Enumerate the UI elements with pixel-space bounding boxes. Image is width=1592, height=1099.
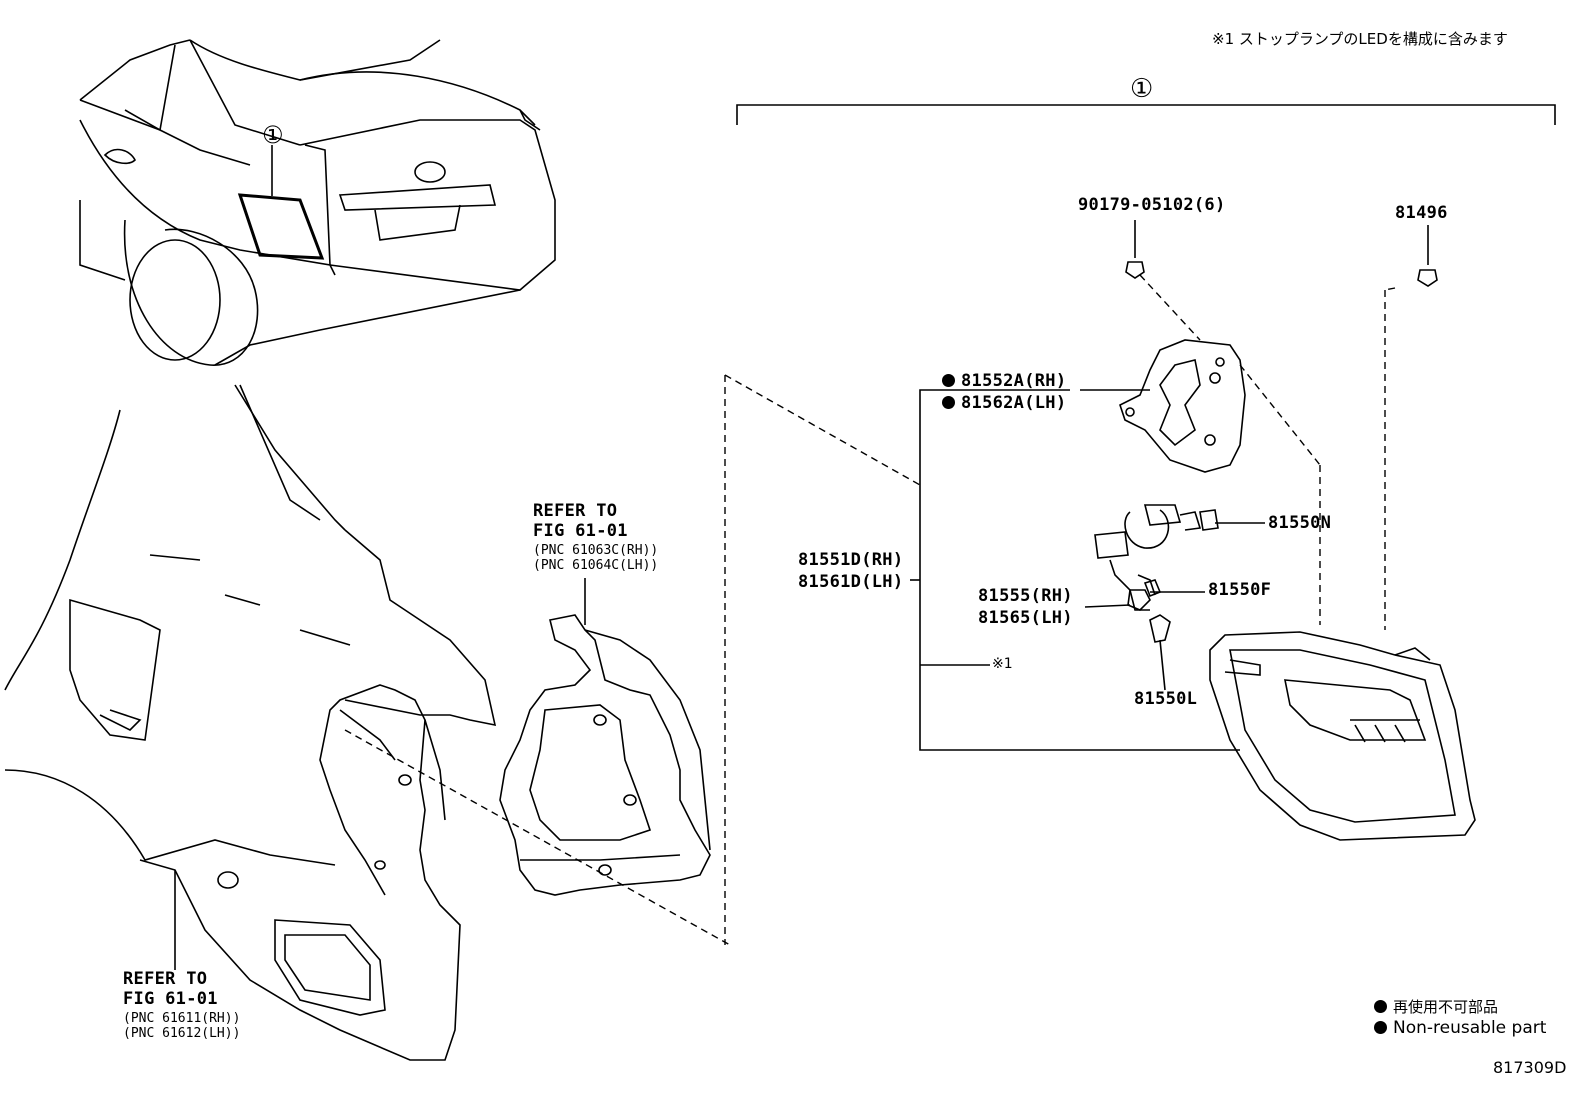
part-label-81551d[interactable]: 81551D(RH)	[798, 550, 904, 570]
refer-bottom-line1: REFER TO	[123, 969, 208, 989]
part-label-81555[interactable]: 81555(RH)	[978, 586, 1073, 606]
legend-dot-icon	[1374, 1021, 1387, 1034]
figure-id: 817309D	[1493, 1058, 1567, 1077]
part-label-81561d[interactable]: 81561D(LH)	[798, 572, 904, 592]
part-label-90179-05102[interactable]: 90179-05102(6)	[1078, 195, 1226, 215]
refer-bottom-line3: (PNC 61611(RH))	[123, 1011, 241, 1026]
part-label-81552a[interactable]: 81552A(RH)	[942, 372, 1066, 391]
legend-jp: 再使用不可部品	[1374, 996, 1498, 1017]
refer-top-line2: FIG 61-01	[533, 521, 628, 541]
non-reusable-dot-icon	[942, 396, 955, 409]
wheelhouse-bracket-illustration	[499, 614, 711, 896]
part-label-81562a[interactable]: 81562A(LH)	[942, 394, 1066, 413]
refer-bottom-line4: (PNC 61612(LH))	[123, 1026, 241, 1041]
part-label-81565[interactable]: 81565(LH)	[978, 608, 1073, 628]
part-label-81550f[interactable]: 81550F	[1208, 580, 1272, 600]
part-label-81550n[interactable]: 81550N	[1268, 513, 1332, 533]
gasket-illustration	[1119, 339, 1246, 473]
legend-en: Non-reusable part	[1374, 1018, 1546, 1038]
quarter-panel-illustration	[4, 384, 497, 1061]
non-reusable-dot-icon	[942, 374, 955, 387]
legend-dot-icon	[1374, 1000, 1387, 1013]
refer-top-line1: REFER TO	[533, 501, 618, 521]
part-label-81550l[interactable]: 81550L	[1134, 689, 1198, 709]
car-rear-illustration	[79, 39, 556, 366]
led-note: ※1 ストップランプのLEDを構成に含みます	[1212, 30, 1508, 48]
tail-lamp-illustration	[1209, 631, 1476, 841]
refer-bottom-line2: FIG 61-01	[123, 989, 218, 1009]
assembly-marker: ①	[1130, 74, 1154, 104]
ref-note-marker: ※1	[992, 656, 1013, 672]
car-marker: ①	[262, 121, 284, 149]
part-label-81496[interactable]: 81496	[1395, 203, 1448, 223]
socket-wire-illustration	[1094, 504, 1219, 643]
refer-top-line3: (PNC 61063C(RH))	[533, 543, 659, 558]
refer-top-line4: (PNC 61064C(LH))	[533, 558, 659, 573]
